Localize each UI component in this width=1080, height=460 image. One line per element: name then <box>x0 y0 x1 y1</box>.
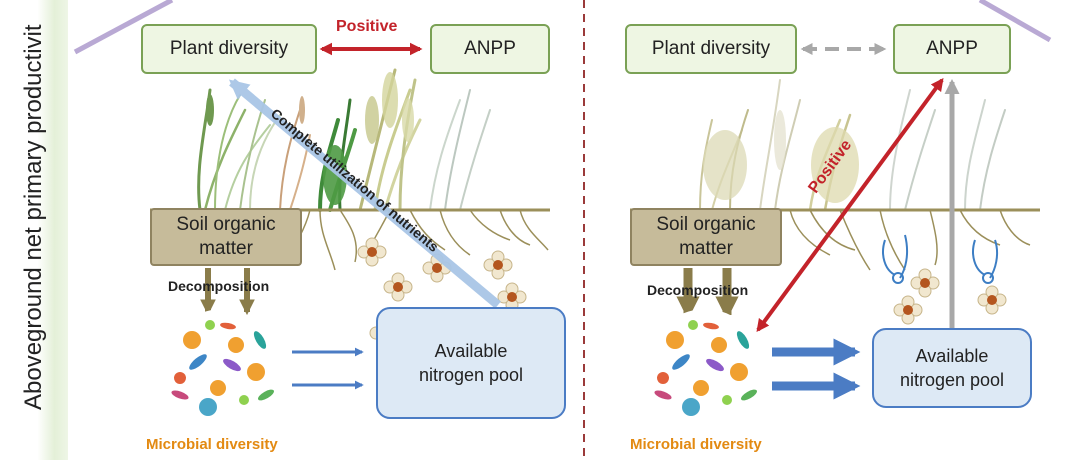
right-soil-organic-matter-box: Soil organic matter <box>630 208 782 266</box>
right-plant-diversity-label: Plant diversity <box>651 38 771 59</box>
right-nitrogen-pool-label: Available nitrogen pool <box>899 346 1005 390</box>
right-soil-organic-matter-label: Soil organic matter <box>656 214 756 259</box>
left-roof-line <box>73 0 174 55</box>
right-anpp-box: ANPP <box>893 24 1011 74</box>
left-anpp-box: ANPP <box>430 24 550 74</box>
right-plant-diversity-box: Plant diversity <box>625 24 797 74</box>
right-microbe-cluster-icon <box>649 309 761 421</box>
left-nitrogen-pool-label: Available nitrogen pool <box>418 341 524 385</box>
right-positive-arrow <box>756 77 944 333</box>
left-decomposition-label: Decomposition <box>168 278 270 294</box>
left-nitrogen-pool-box: Available nitrogen pool <box>376 307 566 419</box>
left-microbial-diversity-label: Microbial diversity <box>146 436 278 453</box>
left-positive-label: Positive <box>336 18 398 35</box>
y-axis-band <box>0 0 68 460</box>
left-nutrient-molecules-icon <box>357 237 527 312</box>
right-decomposition-label: Decomposition <box>647 282 749 298</box>
right-nitrogen-pool-box: Available nitrogen pool <box>872 328 1032 408</box>
right-microbial-diversity-label: Microbial diversity <box>630 436 762 453</box>
left-nutrient-utilization-arrow <box>228 78 501 309</box>
right-fungi-icon <box>882 234 999 284</box>
left-soil-organic-matter-box: Soil organic matter <box>150 208 302 266</box>
left-anpp-label: ANPP <box>464 38 516 59</box>
left-microbe-cluster-icon <box>166 309 278 421</box>
left-plant-diversity-label: Plant diversity <box>169 38 289 59</box>
left-plant-diversity-box: Plant diversity <box>141 24 317 74</box>
left-soil-organic-matter-label: Soil organic matter <box>176 214 276 259</box>
right-roof-line <box>978 0 1052 43</box>
right-anpp-label: ANPP <box>926 38 978 59</box>
